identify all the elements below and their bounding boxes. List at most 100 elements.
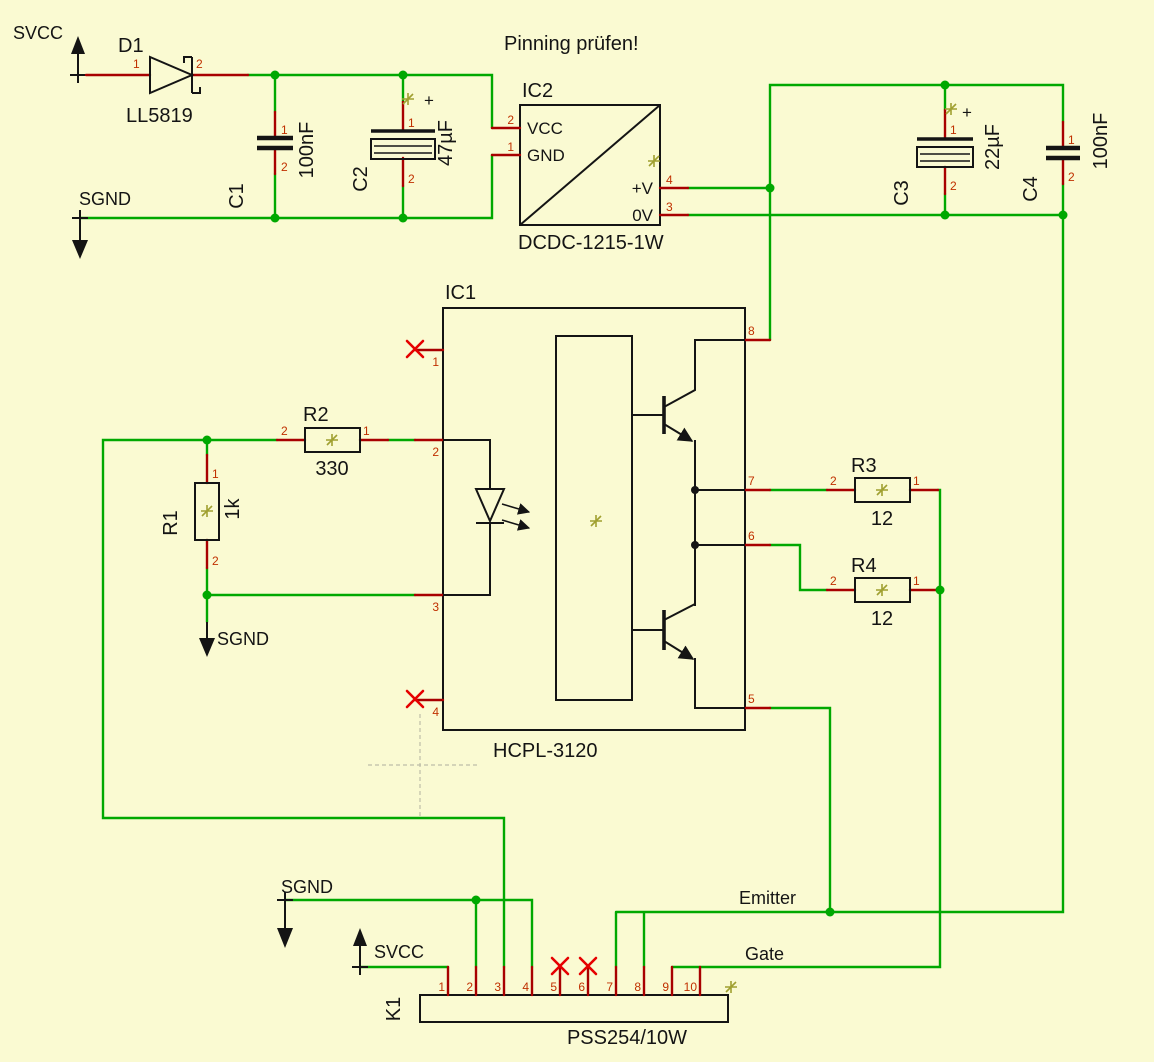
output-node — [694, 440, 745, 606]
power-sgnd-mid[interactable]: SGND — [199, 622, 269, 657]
part-name: R1 — [160, 510, 182, 536]
polarity-plus-mark: + — [962, 103, 972, 122]
ground-arrow-icon — [277, 928, 293, 948]
pin-number: 8 — [634, 980, 641, 994]
origin-cross-icon — [201, 505, 213, 517]
schottky-cathode-bar — [183, 56, 201, 94]
pin-number: 2 — [281, 424, 288, 438]
part-value: 12 — [871, 608, 893, 630]
led-cathode-lead — [443, 523, 491, 596]
pin-name-plus-v: +V — [632, 179, 654, 198]
capacitor-c4[interactable]: 1 2 C4 100nF — [1020, 113, 1112, 202]
unconnected-x-icon — [405, 339, 425, 359]
capacitor-plates — [257, 135, 293, 151]
led-emission-arrow-icon — [501, 503, 531, 515]
pin-number: 1 — [913, 574, 920, 588]
junction-dot — [940, 210, 950, 220]
pin-number: 10 — [684, 980, 698, 994]
junction-dot — [202, 590, 212, 600]
ic2-dcdc-converter[interactable]: VCC GND +V 0V 2 1 4 3 IC2 DCDC-1215-1W — [490, 80, 690, 254]
junction-dot — [270, 213, 280, 223]
capacitor-c1[interactable]: 1 2 C1 100nF — [226, 110, 318, 209]
unconnected-x-icon — [550, 956, 570, 976]
pin-number: 5 — [748, 692, 755, 706]
part-value: HCPL-3120 — [493, 740, 598, 762]
junction-dot — [935, 585, 945, 595]
wire-0v-emitter[interactable] — [614, 182, 1065, 969]
wire-sgnd-primary[interactable] — [78, 153, 494, 220]
diode-d1[interactable]: 1 2 D1 LL5819 — [84, 35, 250, 127]
junction-dot — [940, 80, 950, 90]
pin-number: 1 — [913, 474, 920, 488]
pin-number: 7 — [748, 474, 755, 488]
pin-stubs — [446, 965, 702, 997]
fet-drain — [663, 603, 696, 621]
diode-triangle — [149, 55, 195, 95]
resistor-r1[interactable]: 1 2 R1 1k — [160, 453, 244, 570]
power-sgnd-bottom[interactable]: SGND — [277, 877, 333, 948]
wire-sgnd-bottom[interactable] — [283, 898, 534, 969]
pin-number: 4 — [432, 705, 439, 719]
part-name: K1 — [383, 997, 405, 1021]
pin-number: 2 — [830, 574, 837, 588]
resistor-body — [854, 477, 911, 503]
pin-number: 1 — [408, 116, 415, 130]
supply-arrow-icon — [353, 928, 367, 946]
polarity-plus-mark: + — [424, 91, 434, 110]
capacitor-plates — [1046, 145, 1080, 161]
pin-number: 1 — [432, 355, 439, 369]
pin-number: 2 — [507, 113, 514, 127]
part-value: 330 — [315, 458, 348, 480]
pin-number: 6 — [578, 980, 585, 994]
pin-number: 3 — [494, 980, 501, 994]
capacitor-c3[interactable]: 1 2 + C3 22µF — [891, 103, 1004, 206]
connector-k1[interactable]: 1 2 3 4 5 6 7 8 9 10 K1 PSS254/10W — [383, 956, 737, 1049]
part-name: C2 — [350, 166, 372, 192]
optocoupler-inner-box — [555, 335, 633, 701]
ground-arrow-icon — [199, 638, 215, 657]
resistor-r2[interactable]: 2 1 R2 330 — [275, 404, 390, 480]
part-value: 47µF — [435, 120, 457, 166]
npn-emitter — [663, 423, 694, 442]
converter-diagonal — [519, 104, 661, 226]
capacitor-body — [370, 138, 436, 160]
power-svcc-bottom[interactable]: SVCC — [352, 928, 424, 975]
part-name: R3 — [851, 455, 877, 477]
junction-dot — [270, 70, 280, 80]
capacitor-c2[interactable]: 1 2 + C2 47µF — [350, 91, 457, 192]
pin-number: 2 — [830, 474, 837, 488]
junction-dot — [471, 895, 481, 905]
power-svcc-top[interactable]: SVCC — [13, 23, 86, 83]
pin-stubs — [413, 338, 772, 710]
part-value: 12 — [871, 508, 893, 530]
resistor-r4[interactable]: 2 1 R4 12 — [825, 555, 940, 630]
junction-dot — [1058, 210, 1068, 220]
pin-name-zero-v: 0V — [632, 206, 653, 225]
net-label-sgnd-mid: SGND — [217, 629, 269, 649]
origin-cross-icon — [648, 155, 660, 167]
pin-name-vcc: VCC — [527, 119, 563, 138]
internal-junction — [691, 486, 699, 494]
part-value: 100nF — [1090, 113, 1112, 170]
capacitor-body — [916, 146, 974, 168]
net-label-svcc-bottom: SVCC — [374, 942, 424, 962]
junction-dot — [825, 907, 835, 917]
resistor-r3[interactable]: 2 1 R3 12 — [825, 455, 940, 530]
pin-number: 2 — [432, 445, 439, 459]
origin-cross-icon — [876, 484, 888, 496]
power-sgnd-top[interactable]: SGND — [72, 189, 131, 259]
led-triangle — [474, 488, 506, 524]
connector-body — [419, 994, 729, 1023]
ic1-optocoupler[interactable]: 1 2 3 4 8 7 6 5 IC1 HCPL-3120 — [405, 282, 772, 762]
net-label-svcc-top: SVCC — [13, 23, 63, 43]
pin-number: 2 — [408, 172, 415, 186]
converter-body — [519, 104, 661, 226]
part-name: R4 — [851, 555, 877, 577]
wire-gate[interactable] — [670, 488, 942, 969]
pin-number: 3 — [666, 200, 673, 214]
pin-number: 8 — [748, 324, 755, 338]
pin-number: 3 — [432, 600, 439, 614]
junction-dot — [202, 435, 212, 445]
